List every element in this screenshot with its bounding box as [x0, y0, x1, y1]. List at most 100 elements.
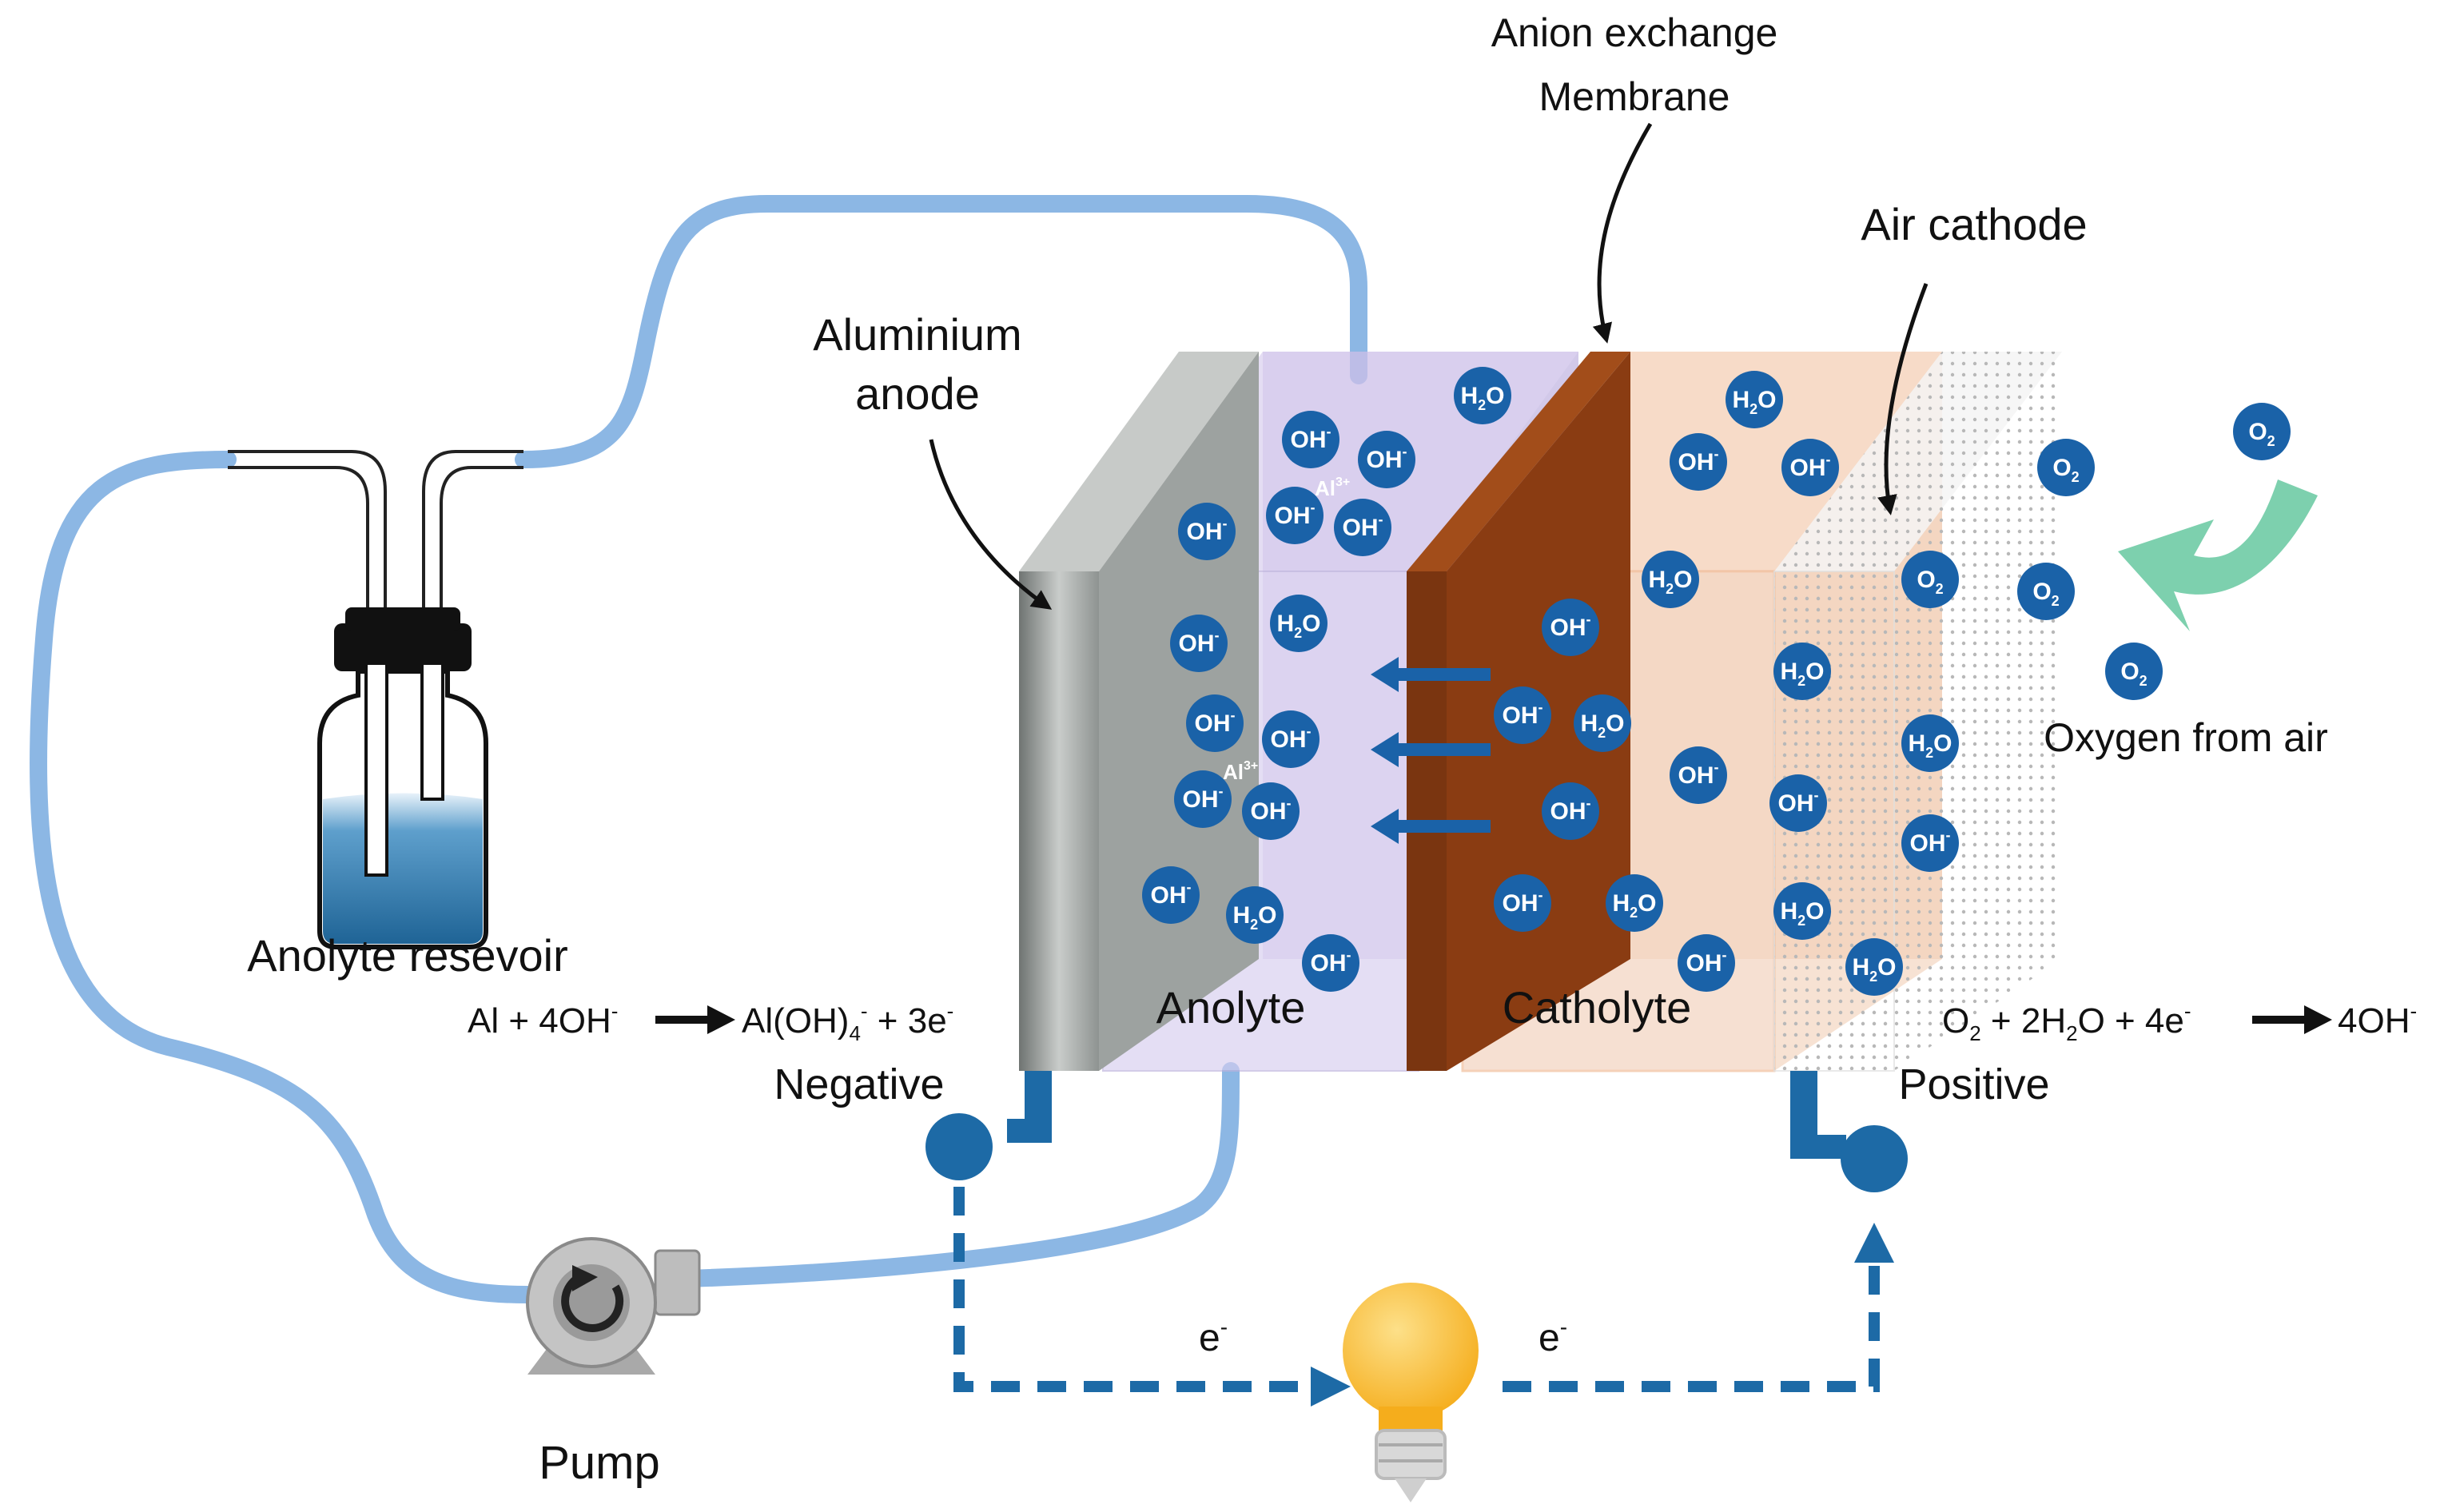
- hydroxide-ion: OH-: [1142, 866, 1200, 924]
- hydroxide-ion: OH-: [1678, 934, 1735, 992]
- svg-text:OH-: OH-: [1271, 723, 1312, 753]
- water-molecule: H2O: [1270, 595, 1328, 652]
- anolyte-label: Anolyte: [1156, 982, 1306, 1033]
- water-molecule: H2O: [1574, 694, 1631, 752]
- reservoir-label: Anolyte resevoir: [247, 930, 568, 981]
- water-molecule: H2O: [1726, 371, 1783, 428]
- svg-text:OH-: OH-: [1550, 795, 1591, 825]
- aluminium-ion: Al3+: [1315, 475, 1350, 500]
- svg-text:H2O: H2O: [1460, 383, 1504, 413]
- cathode-reaction-reactants: O2 + 2H2O + 4e-: [1942, 999, 2191, 1045]
- anode-label: Aluminium: [813, 309, 1021, 360]
- hydroxide-ion: OH-: [1494, 686, 1551, 744]
- water-molecule: H2O: [1642, 551, 1699, 608]
- hydroxide-ion: OH-: [1186, 694, 1244, 752]
- svg-text:OH-: OH-: [1187, 515, 1228, 545]
- positive-terminal: [1790, 1071, 1908, 1192]
- hydroxide-ion: OH-: [1170, 615, 1228, 672]
- svg-text:O2: O2: [2248, 419, 2275, 449]
- svg-text:H2O: H2O: [1648, 567, 1692, 597]
- hydroxide-ion: OH-: [1242, 782, 1300, 840]
- aluminium-ion: Al3+: [1223, 759, 1258, 784]
- hydroxide-ion: OH-: [1542, 782, 1599, 840]
- species-bubbles: OH- OH- OH- OH- OH- OH- OH- OH- OH- OH- …: [1142, 367, 2291, 996]
- hydroxide-ion: OH-: [1494, 874, 1551, 932]
- svg-text:OH-: OH-: [1311, 947, 1351, 977]
- hydroxide-ion: OH-: [1334, 499, 1391, 556]
- svg-text:O2: O2: [2120, 659, 2147, 689]
- svg-text:H2O: H2O: [1780, 659, 1824, 689]
- svg-text:OH-: OH-: [1275, 499, 1316, 529]
- svg-text:O2: O2: [2032, 579, 2059, 609]
- svg-text:O2: O2: [2052, 455, 2079, 485]
- air-cathode-label: Air cathode: [1861, 199, 2087, 249]
- light-bulb-icon: [1343, 1283, 1479, 1502]
- hydroxide-ion: OH-: [1262, 710, 1320, 768]
- oxygen-molecule: O2: [2105, 643, 2163, 700]
- svg-text:OH-: OH-: [1790, 452, 1831, 481]
- glass-tubes: [228, 450, 523, 871]
- water-molecule: H2O: [1773, 882, 1831, 940]
- anode-reaction-products: Al(OH)4- + 3e-: [742, 999, 953, 1045]
- membrane-label: Membrane: [1539, 74, 1730, 119]
- hydroxide-ion: OH-: [1769, 774, 1827, 832]
- anion-exchange-membrane: [1407, 352, 1630, 571]
- water-molecule: H2O: [1606, 874, 1663, 932]
- water-molecule: H2O: [1226, 886, 1284, 944]
- circuit-arrow-right-icon: [1311, 1367, 1351, 1407]
- svg-text:OH-: OH-: [1678, 446, 1719, 475]
- anode-reaction-reactants: Al + 4OH-: [468, 999, 618, 1040]
- reaction-arrow-icon: [655, 1005, 735, 1034]
- svg-text:H2O: H2O: [1232, 902, 1276, 933]
- hydroxide-ion: OH-: [1282, 411, 1339, 468]
- svg-text:OH-: OH-: [1179, 627, 1220, 657]
- positive-label: Positive: [1898, 1060, 2049, 1108]
- hydroxide-ion: OH-: [1266, 487, 1324, 544]
- svg-text:OH-: OH-: [1910, 827, 1951, 857]
- svg-text:OH-: OH-: [1183, 783, 1224, 813]
- svg-text:H2O: H2O: [1732, 387, 1776, 417]
- labels: Anion exchange Membrane Air cathode Alum…: [247, 10, 2417, 1489]
- water-molecule: H2O: [1773, 643, 1831, 700]
- oxygen-molecule: O2: [2037, 439, 2095, 496]
- svg-text:H2O: H2O: [1780, 898, 1824, 929]
- svg-text:OH-: OH-: [1343, 511, 1383, 541]
- oxygen-from-air-label: Oxygen from air: [2044, 715, 2328, 760]
- svg-text:OH-: OH-: [1251, 795, 1292, 825]
- anode-label: anode: [855, 368, 980, 419]
- hydroxide-migration-arrows: [1371, 657, 1491, 844]
- pump-label: Pump: [539, 1437, 660, 1489]
- tube-pump-to-cell: [679, 1062, 1240, 1287]
- oxygen-inflow-arrow-icon: [2118, 479, 2318, 631]
- negative-terminal: [925, 1071, 1052, 1180]
- electron-label: e-: [1199, 1315, 1228, 1359]
- catholyte-label: Catholyte: [1503, 982, 1692, 1033]
- svg-text:O2: O2: [1917, 567, 1943, 597]
- pointer-arrows: [929, 122, 1929, 610]
- svg-text:H2O: H2O: [1276, 611, 1320, 641]
- circuit-arrow-up-icon: [1854, 1223, 1894, 1263]
- hydroxide-ion: OH-: [1670, 433, 1727, 491]
- external-circuit-wire: [953, 1187, 1880, 1392]
- svg-text:OH-: OH-: [1503, 887, 1543, 917]
- svg-text:OH-: OH-: [1503, 699, 1543, 729]
- hydroxide-ion: OH-: [1358, 431, 1415, 488]
- hydroxide-ion: OH-: [1781, 439, 1839, 496]
- water-molecule: H2O: [1454, 367, 1511, 424]
- svg-text:OH-: OH-: [1550, 611, 1591, 641]
- svg-text:H2O: H2O: [1852, 954, 1896, 985]
- membrane-label: Anion exchange: [1491, 10, 1778, 55]
- oxygen-molecule: O2: [2233, 403, 2291, 460]
- cathode-reaction-products: 4OH-: [2338, 999, 2417, 1040]
- svg-text:OH-: OH-: [1291, 424, 1331, 453]
- negative-label: Negative: [774, 1060, 944, 1108]
- aluminium-anode-plate: [1019, 352, 1259, 571]
- hydroxide-ion: OH-: [1302, 934, 1359, 992]
- svg-text:H2O: H2O: [1580, 710, 1624, 741]
- svg-text:H2O: H2O: [1612, 890, 1656, 921]
- svg-text:OH-: OH-: [1686, 947, 1727, 977]
- electron-label: e-: [1538, 1315, 1567, 1359]
- tube-reservoir-to-cell: [515, 195, 1367, 468]
- hydroxide-ion: OH-: [1542, 599, 1599, 656]
- svg-text:OH-: OH-: [1678, 759, 1719, 789]
